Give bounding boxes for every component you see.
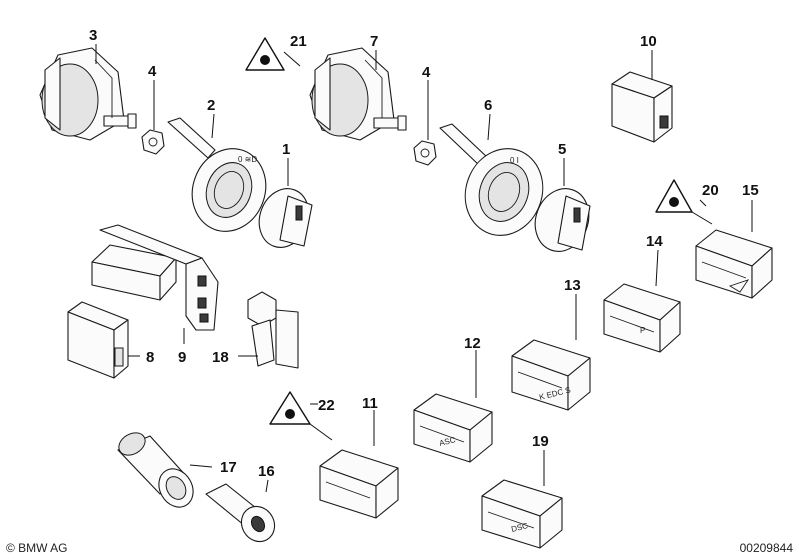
warning-triangle-icon <box>655 179 693 213</box>
callout-9: 9 <box>178 349 186 366</box>
part-13-switch: K EDC S <box>511 339 591 411</box>
callout-6: 6 <box>484 97 492 114</box>
svg-text:0 ≋D: 0 ≋D <box>238 155 257 164</box>
part-11-switch <box>319 449 399 519</box>
part-12-switch: ASC <box>413 393 493 463</box>
callout-15: 15 <box>742 182 759 199</box>
part-15-switch <box>695 229 773 299</box>
part-5-knob <box>534 188 591 252</box>
callout-13: 13 <box>564 277 581 294</box>
part-3-switch-housing <box>39 47 137 141</box>
callout-16: 16 <box>258 463 275 480</box>
callout-10: 10 <box>640 33 657 50</box>
part-14-switch: P <box>603 283 681 353</box>
callout-19: 19 <box>532 433 549 450</box>
part-16-lighter-plug <box>205 483 276 543</box>
svg-text:0 I: 0 I <box>510 156 519 165</box>
callout-17: 17 <box>220 459 237 476</box>
switch-label-asc: ASC <box>438 435 456 448</box>
callout-11: 11 <box>362 395 378 412</box>
callout-4-center: 4 <box>422 64 431 81</box>
callout-numbers: 3 4 2 1 7 4 6 5 10 21 20 15 14 13 12 11 … <box>89 27 759 480</box>
callout-20: 20 <box>702 182 719 199</box>
callout-12: 12 <box>464 335 481 352</box>
part-8-switch <box>67 301 129 379</box>
warning-triangle-icon <box>245 37 285 71</box>
part-19-switch: DSC <box>481 479 563 549</box>
switch-label-dsc: DSC <box>510 521 529 534</box>
document-number: 00209844 <box>739 541 793 555</box>
part-9-switch-panel <box>91 224 219 331</box>
callout-22: 22 <box>318 397 335 414</box>
callout-14: 14 <box>646 233 663 250</box>
brand-copyright: © BMW AG <box>6 541 68 555</box>
part-18-clip <box>247 291 299 369</box>
callout-7: 7 <box>370 33 378 50</box>
part-2-bezel-left: 0 ≋D <box>167 117 267 232</box>
part-10-switch <box>611 71 673 143</box>
callout-5: 5 <box>558 141 566 158</box>
callout-1: 1 <box>282 141 290 158</box>
callout-21: 21 <box>290 33 307 50</box>
callout-8: 8 <box>146 349 154 366</box>
leader-lines <box>95 44 753 493</box>
warning-triangle-icon <box>269 391 311 425</box>
part-4-nut-left <box>141 129 165 155</box>
switch-label-p: P <box>640 326 645 335</box>
callout-4-left: 4 <box>148 63 157 80</box>
part-17-socket-sleeve <box>117 432 194 508</box>
part-4-nut-center <box>413 140 437 166</box>
part-7-switch-housing <box>309 47 407 141</box>
part-1-knob <box>258 188 313 248</box>
callout-2: 2 <box>207 97 215 114</box>
callout-18: 18 <box>212 349 229 366</box>
part-6-bezel-center: 0 I <box>439 123 544 236</box>
callout-3: 3 <box>89 27 97 44</box>
